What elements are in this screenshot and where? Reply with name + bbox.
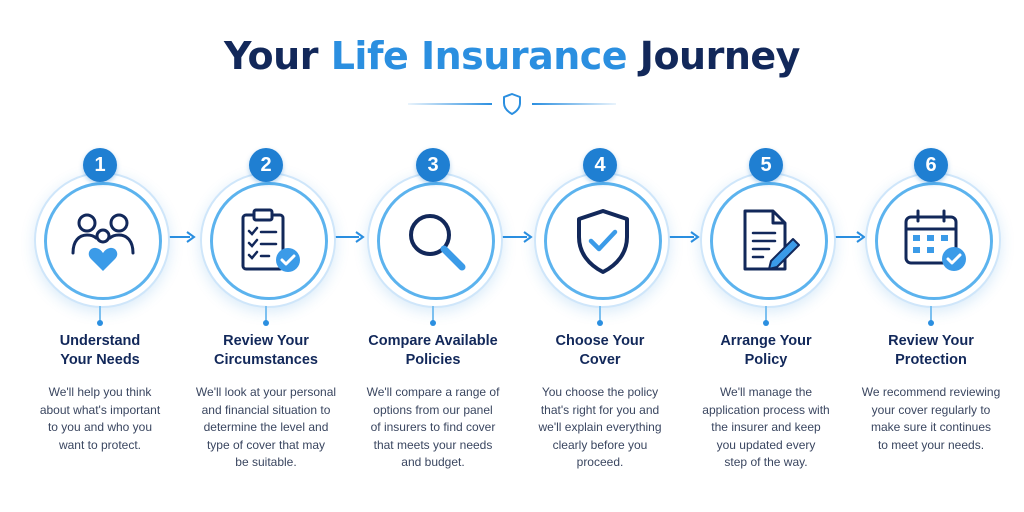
step-dot <box>263 320 269 326</box>
step-icon-circle <box>200 172 336 308</box>
step-connector <box>265 306 267 322</box>
step-dot <box>597 320 603 326</box>
step-title: Review Your Protection <box>888 333 974 368</box>
step-title: Review Your Circumstances <box>214 333 318 368</box>
step-title: Compare Available Policies <box>368 333 498 368</box>
step-description: We'll manage the application process wit… <box>702 385 830 469</box>
step-number-badge: 1 <box>83 148 117 182</box>
step-icon-circle <box>865 172 1001 308</box>
shield-check-icon <box>577 209 629 274</box>
step-connector <box>99 306 101 322</box>
step-icon-circle <box>34 172 170 308</box>
step-connector <box>930 306 932 322</box>
page-title: Your Life Insurance Journey <box>0 34 1024 78</box>
step-description: You choose the policy that's right for y… <box>538 385 662 469</box>
step-dot <box>97 320 103 326</box>
step-icon-circle <box>367 172 503 308</box>
step-connector <box>599 306 601 322</box>
step-connector <box>432 306 434 322</box>
magnifier-icon <box>409 214 466 271</box>
step-connector <box>765 306 767 322</box>
step-description: We'll compare a range of options from ou… <box>366 385 500 469</box>
step-number-badge: 4 <box>583 148 617 182</box>
step-icon-circle <box>534 172 670 308</box>
title-accent: Life Insurance <box>330 34 628 78</box>
step-title: Arrange Your Policy <box>720 333 812 368</box>
divider-line-right <box>532 103 616 105</box>
title-part2: Journey <box>627 34 801 78</box>
step-number-badge: 2 <box>249 148 283 182</box>
family-heart-icon <box>71 213 135 271</box>
step-dot <box>928 320 934 326</box>
step-number-badge: 6 <box>914 148 948 182</box>
shield-icon <box>503 93 521 115</box>
title-part1: Your <box>224 34 331 78</box>
calendar-check-icon <box>904 209 966 271</box>
step-title: Understand Your Needs <box>59 333 141 368</box>
clipboard-check-icon <box>241 208 300 272</box>
step-description: We'll help you think about what's import… <box>39 385 161 452</box>
step-description: We recommend reviewing your cover regula… <box>861 385 1001 452</box>
divider-line-left <box>408 103 492 105</box>
step-number-badge: 5 <box>749 148 783 182</box>
step-icon-circle <box>700 172 836 308</box>
step-dot <box>430 320 436 326</box>
title-divider <box>408 92 616 120</box>
step-description: We'll look at your personal and financia… <box>195 385 337 469</box>
step-dot <box>763 320 769 326</box>
document-pen-icon <box>743 209 800 271</box>
step-number-badge: 3 <box>416 148 450 182</box>
step-title: Choose Your Cover <box>555 333 645 368</box>
